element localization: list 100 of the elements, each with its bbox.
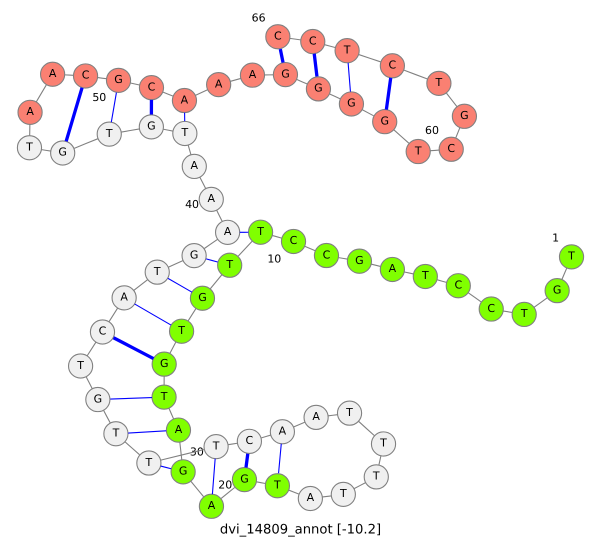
connector xyxy=(184,112,185,122)
connector xyxy=(362,109,374,116)
connector xyxy=(162,92,173,97)
node-circle: G xyxy=(138,114,164,140)
connector xyxy=(278,444,282,474)
node-circle: T xyxy=(16,135,42,160)
connector xyxy=(133,279,148,291)
node-circle: T xyxy=(168,318,194,344)
node-circle: G xyxy=(170,459,196,484)
node-circle: A xyxy=(171,88,197,114)
node-circle: T xyxy=(511,302,536,328)
node-circle: T xyxy=(136,450,161,476)
connector xyxy=(187,308,196,322)
connector xyxy=(130,82,140,86)
connector xyxy=(289,38,300,40)
connector xyxy=(467,292,481,302)
node-circle: T xyxy=(247,220,273,245)
node-circle: G xyxy=(451,104,477,129)
connector xyxy=(404,271,414,274)
connector xyxy=(178,442,182,460)
connector xyxy=(230,78,240,82)
connector xyxy=(358,420,374,436)
connector xyxy=(211,458,216,494)
node-circle: T xyxy=(67,353,93,379)
node-circle: C xyxy=(313,242,339,268)
node-circle: T xyxy=(102,421,128,446)
node-circle: C xyxy=(379,53,405,78)
node-circle: T xyxy=(150,384,176,410)
node-label: 20 xyxy=(218,478,232,492)
node-circle: G xyxy=(180,242,206,268)
node-circle: T xyxy=(370,431,396,457)
node-circle: A xyxy=(302,404,328,430)
node-circle: T xyxy=(405,138,430,164)
node-circle: T xyxy=(336,400,362,426)
node-circle: A xyxy=(379,256,405,282)
connector xyxy=(378,456,381,466)
connector xyxy=(228,442,237,446)
node-label: 66 xyxy=(251,11,266,24)
node-circle: G xyxy=(272,62,298,88)
connector xyxy=(102,410,110,424)
connector xyxy=(168,408,174,420)
node-circle: A xyxy=(297,486,322,512)
connector xyxy=(40,149,50,152)
node-circle: G xyxy=(372,109,397,134)
diagram-title: dvi_14809_annot [-10.2] xyxy=(219,522,381,538)
connector xyxy=(108,308,118,322)
connector xyxy=(85,376,92,389)
node-circle: T xyxy=(330,482,356,507)
connector xyxy=(168,342,176,354)
connector xyxy=(264,74,273,76)
node-circle: A xyxy=(111,285,136,310)
node-circle: T xyxy=(558,244,584,270)
node-circle: A xyxy=(181,154,206,180)
connector xyxy=(163,376,164,385)
connector xyxy=(134,303,171,326)
node-circle: G xyxy=(231,466,257,492)
connector xyxy=(35,84,46,102)
connector xyxy=(128,430,166,434)
node-circle: T xyxy=(264,473,290,498)
node-label: 50 xyxy=(92,91,106,104)
connector xyxy=(347,62,350,92)
node-label: 10 xyxy=(266,252,281,266)
node-circle: G xyxy=(151,352,176,377)
node-label: 60 xyxy=(424,124,438,137)
connector xyxy=(403,70,427,80)
node-circle: G xyxy=(305,76,331,102)
connector xyxy=(149,100,153,114)
connector xyxy=(312,54,318,77)
connector xyxy=(64,74,73,76)
connector xyxy=(237,240,252,256)
connector xyxy=(393,129,409,144)
connector xyxy=(272,235,282,239)
node-label: 1 xyxy=(552,232,559,244)
node-circle: C xyxy=(264,24,290,50)
node-circle: C xyxy=(300,28,325,54)
node-circle: A xyxy=(165,417,191,443)
connector xyxy=(370,264,380,267)
connector xyxy=(244,454,249,468)
node-circle: A xyxy=(239,62,265,88)
connector xyxy=(239,232,248,233)
connector xyxy=(190,480,204,497)
connector xyxy=(338,257,347,260)
node-circle: C xyxy=(438,136,464,162)
connector xyxy=(454,127,460,138)
connector xyxy=(120,128,139,133)
node-circle: A xyxy=(206,72,231,98)
connector xyxy=(561,268,567,280)
connector xyxy=(110,92,116,122)
node-circle: T xyxy=(363,464,388,490)
node-circle: A xyxy=(39,62,65,87)
connector xyxy=(296,78,307,85)
connector xyxy=(209,274,222,290)
connector xyxy=(328,94,340,100)
node-circle: C xyxy=(478,296,504,322)
node-circle: T xyxy=(172,120,197,146)
connector xyxy=(168,260,183,268)
node-circle: G xyxy=(338,91,364,117)
connector xyxy=(162,128,172,132)
connector xyxy=(353,482,366,490)
connector xyxy=(293,422,304,428)
